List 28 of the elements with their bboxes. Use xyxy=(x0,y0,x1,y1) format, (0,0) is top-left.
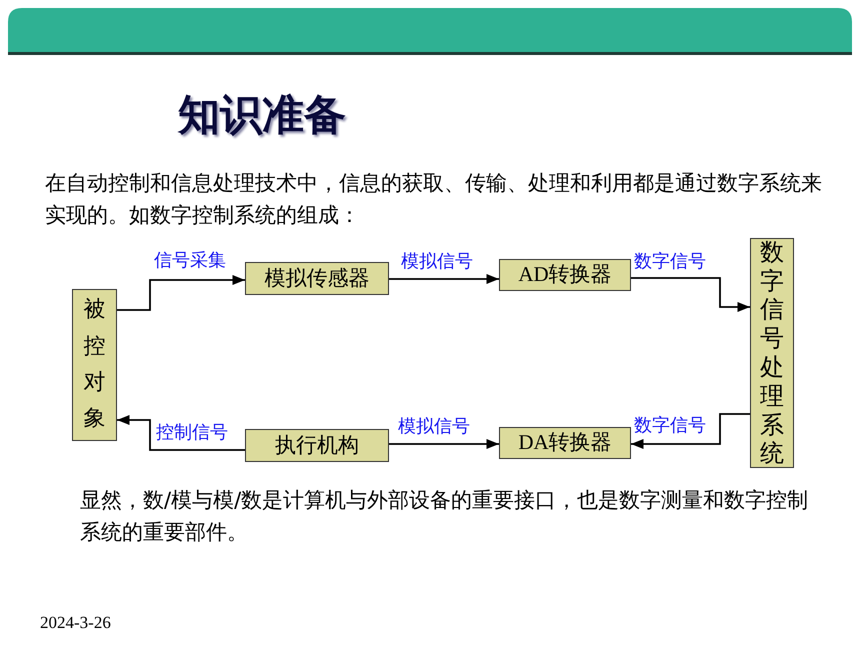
arrow xyxy=(631,277,750,312)
box-label: 被控对象 xyxy=(84,296,106,434)
process-box xyxy=(245,429,389,462)
process-box xyxy=(72,289,117,441)
edge-label: 模拟信号 xyxy=(397,417,471,437)
edge-label: 数字信号 xyxy=(633,416,707,436)
arrow xyxy=(389,438,499,450)
edge-label: 控制信号 xyxy=(155,423,229,443)
edge-label: 模拟信号 xyxy=(400,252,474,272)
box-label: 执行机构 xyxy=(275,432,359,458)
box-label: DA转换器 xyxy=(518,430,612,456)
date-text: 2024-3-26 xyxy=(40,612,112,634)
edge-label: 信号采集 xyxy=(153,251,227,271)
process-box xyxy=(499,427,631,459)
conclusion-paragraph: 显然，数/模与模/数是计算机与外部设备的重要接口，也是数字测量和数字控制系统的重要部件。 xyxy=(80,487,810,546)
box-label: AD转换器 xyxy=(518,262,612,288)
process-box xyxy=(499,259,631,291)
arrow xyxy=(389,274,499,284)
box-label: 数字信号处理系统 xyxy=(760,238,784,468)
arrow xyxy=(117,414,245,451)
process-box xyxy=(750,238,794,468)
arrow xyxy=(631,413,750,450)
intro-paragraph: 在自动控制和信息处理技术中，信息的获取、传输、处理和利用都是通过数字系统来实现的。如数字控制系统的组成： xyxy=(45,170,823,228)
box-label: 模拟传感器 xyxy=(264,266,370,292)
process-box xyxy=(245,262,389,295)
slide-title: 知识准备 xyxy=(178,89,346,141)
edge-label: 数字信号 xyxy=(633,252,707,272)
arrow xyxy=(117,274,245,311)
